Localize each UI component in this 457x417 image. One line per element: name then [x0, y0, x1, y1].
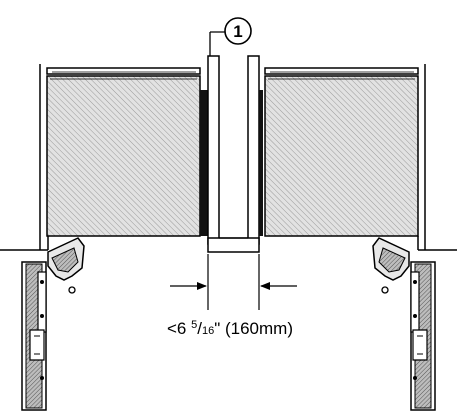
dimension-slash: / — [197, 319, 202, 338]
dimension-denominator: 16 — [202, 325, 214, 337]
dimension-suffix: " (160mm) — [214, 319, 293, 338]
callout-circle — [224, 17, 252, 45]
left-top-trim — [46, 67, 201, 75]
left-door-seal — [200, 90, 208, 236]
right-divider-board — [247, 55, 260, 245]
dimension-numerator: 5 — [191, 319, 197, 331]
left-door-panel — [46, 75, 201, 237]
left-appliance — [0, 64, 208, 251]
dimension-prefix: <6 — [167, 319, 191, 338]
right-hinge-assembly — [372, 237, 436, 411]
left-divider-board — [207, 55, 220, 245]
gap-dimension: <6 5/16" (160mm) — [167, 254, 297, 338]
callout-marker: 1 — [224, 17, 252, 45]
center-divider — [207, 31, 260, 253]
right-door-panel — [264, 75, 419, 237]
left-hinge-assembly — [21, 237, 85, 411]
right-door-seal — [259, 90, 263, 236]
divider-base — [207, 237, 260, 253]
dimension-label: <6 5/16" (160mm) — [167, 319, 293, 338]
callout-number: 1 — [233, 22, 242, 41]
right-appliance — [259, 64, 457, 251]
right-top-trim — [264, 67, 419, 75]
